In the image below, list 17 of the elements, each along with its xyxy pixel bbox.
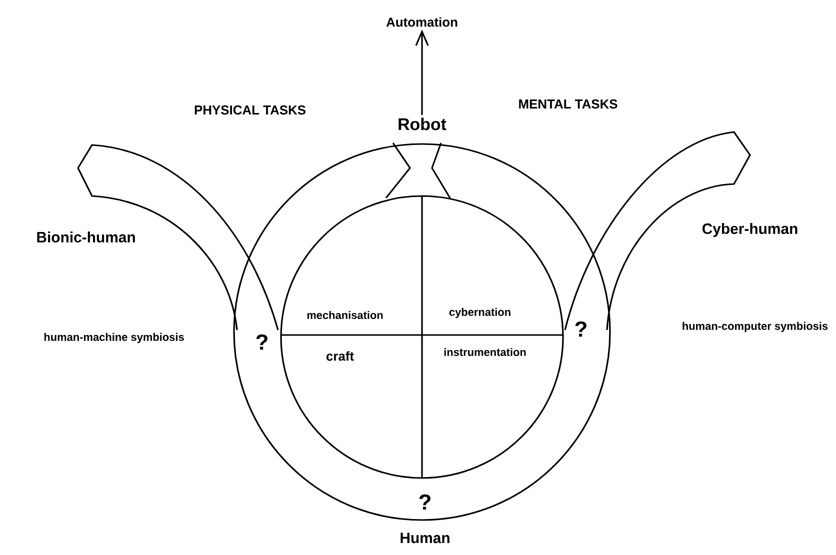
quadrant-label: instrumentation [444, 348, 526, 356]
diagram-label: Human [400, 532, 450, 544]
diagram-label: human-computer symbiosis [682, 322, 828, 332]
robot-label: Robot [398, 118, 446, 130]
arrow [415, 30, 429, 115]
quadrant-label: craft [326, 351, 354, 361]
question-mark: ? [419, 494, 430, 510]
section-heading: MENTAL TASKS [519, 99, 618, 109]
diagram-label: Cyber-human [702, 223, 798, 237]
diagram-label: Bionic-human [37, 232, 135, 242]
question-mark: ? [256, 334, 268, 350]
section-heading: PHYSICAL TASKS [194, 105, 306, 115]
automation-label: Automation [386, 17, 458, 27]
question-mark: ? [575, 321, 586, 337]
diagram-label: human-machine symbiosis [44, 332, 184, 344]
quadrant-label: mechanisation [307, 310, 383, 320]
quadrant-label: cybernation [449, 308, 510, 318]
